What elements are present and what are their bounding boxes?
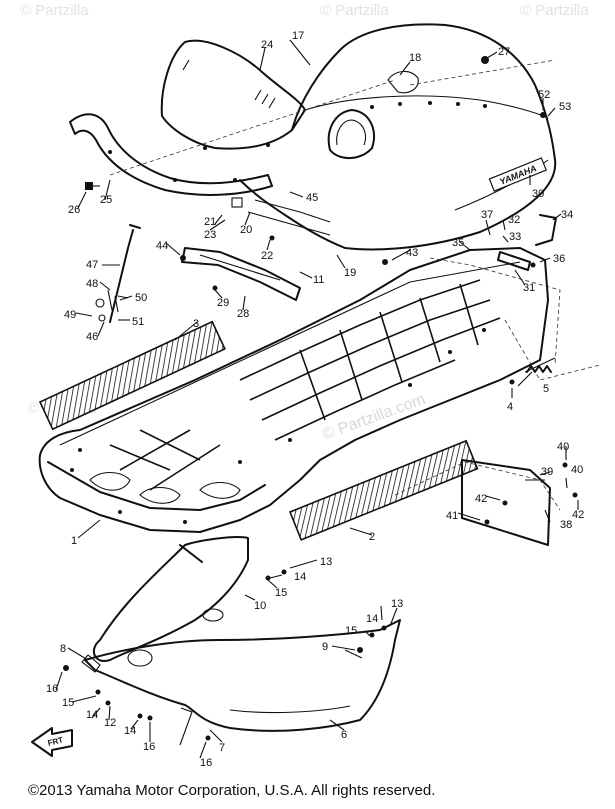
- callout: 18: [409, 52, 421, 64]
- callout: 43: [406, 247, 418, 259]
- callout: 16: [46, 683, 58, 695]
- callout: 44: [156, 240, 168, 252]
- chassis-frame: [38, 247, 601, 533]
- callout: 4: [507, 401, 513, 413]
- callout: 31: [523, 282, 535, 294]
- callout: 2: [369, 531, 375, 543]
- callout: 14: [294, 571, 306, 583]
- exploded-parts-diagram: © Partzilla.com YAMAHA: [31, 23, 601, 769]
- callout: 6: [341, 729, 347, 741]
- callout: 19: [344, 267, 356, 279]
- callout: 45: [306, 192, 318, 204]
- bottom-pan: [81, 536, 401, 732]
- callout: 34: [561, 209, 573, 221]
- callout: 14: [124, 725, 136, 737]
- callout: 16: [143, 741, 155, 753]
- callout: 40: [557, 441, 569, 453]
- callout: 17: [292, 30, 304, 42]
- callout: 39: [541, 466, 553, 478]
- hardware-fasteners: [63, 56, 578, 746]
- callout: 15: [62, 697, 74, 709]
- callout: 41: [446, 510, 458, 522]
- callout: 11: [313, 274, 324, 286]
- callout: 40: [571, 464, 583, 476]
- watermark-center: © Partzilla.com: [321, 391, 428, 444]
- rear-small-bracket: [497, 214, 557, 271]
- callout: 24: [261, 39, 273, 51]
- hood-hinge-bracket: [181, 197, 331, 301]
- callout: 53: [559, 101, 571, 113]
- callout: 35: [452, 237, 464, 249]
- windshield: [160, 39, 306, 150]
- callout: 12: [104, 717, 116, 729]
- callout: 23: [204, 229, 216, 241]
- callout: 9: [322, 641, 328, 653]
- callout: 7: [219, 742, 225, 754]
- callout: 50: [135, 292, 147, 304]
- callout: 3: [193, 318, 199, 330]
- callout: 37: [481, 209, 493, 221]
- callout: 15: [275, 587, 287, 599]
- callout: 21: [204, 216, 216, 228]
- callout: 47: [86, 259, 98, 271]
- watermark-top-left: © Partzilla: [20, 2, 89, 19]
- callout: 42: [572, 509, 584, 521]
- callout: 10: [254, 600, 266, 612]
- callout: 16: [200, 757, 212, 769]
- callout: 46: [86, 331, 98, 343]
- callout: 27: [498, 46, 510, 58]
- callout: 32: [508, 214, 520, 226]
- callout-numbers: 24 17 18 27 52 53 30 26 25 45 21 23 20 2…: [46, 30, 584, 769]
- callout: 14: [86, 709, 98, 721]
- running-board-mat-right: [288, 439, 479, 541]
- callout: 15: [345, 625, 357, 637]
- windshield-trim: [69, 113, 273, 196]
- leader-lines: [55, 39, 579, 759]
- callout: 28: [237, 308, 249, 320]
- callout: 14: [366, 613, 378, 625]
- watermark-top-mid: © Partzilla: [320, 2, 389, 19]
- callout: 33: [509, 231, 521, 243]
- callout: 36: [553, 253, 565, 265]
- callout: 51: [132, 316, 144, 328]
- callout: 13: [320, 556, 332, 568]
- callout: 22: [261, 250, 273, 262]
- callout: 20: [240, 224, 252, 236]
- callout: 5: [543, 383, 549, 395]
- watermark-top-right: © Partzilla: [520, 2, 589, 19]
- callout: 52: [538, 89, 550, 101]
- callout: 48: [86, 278, 98, 290]
- rear-bracket-plate: [394, 459, 561, 546]
- running-board-mat-left: [38, 320, 226, 431]
- callout: 25: [100, 194, 112, 206]
- spring: [524, 357, 556, 373]
- front-arrow-label: FRT: [47, 735, 64, 748]
- callout: 30: [532, 188, 544, 200]
- front-direction-arrow-icon: FRT: [31, 727, 73, 757]
- callout: 42: [475, 493, 487, 505]
- callout: 13: [391, 598, 403, 610]
- hood-stay-rod: [95, 224, 141, 323]
- callout: 49: [64, 309, 76, 321]
- copyright-notice: ©2013 Yamaha Motor Corporation, U.S.A. A…: [28, 782, 436, 799]
- callout: 8: [60, 643, 66, 655]
- callout: 26: [68, 204, 80, 216]
- callout: 1: [71, 535, 77, 547]
- callout: 38: [560, 519, 572, 531]
- callout: 29: [217, 297, 229, 309]
